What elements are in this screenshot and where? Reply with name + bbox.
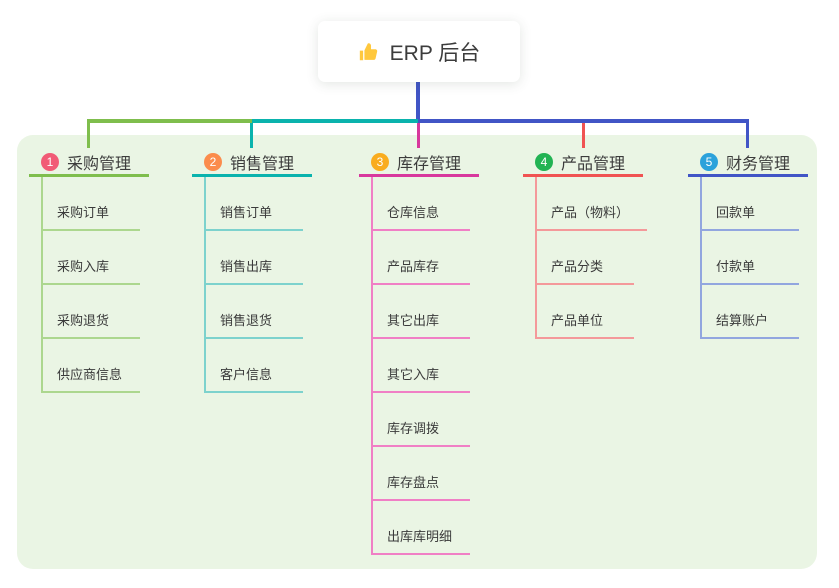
child-node[interactable]: 出库库明细 xyxy=(373,501,471,555)
thumbs-up-icon xyxy=(358,41,380,63)
branch-title: 销售管理 xyxy=(230,156,295,173)
child-label: 采购订单 xyxy=(57,205,110,220)
root-title: ERP 后台 xyxy=(389,41,481,65)
child-node[interactable]: 产品单位 xyxy=(537,285,634,339)
child-label: 结算账户 xyxy=(716,313,769,328)
child-label: 出库库明细 xyxy=(387,529,453,544)
child-label: 客户信息 xyxy=(220,367,273,382)
connector-inventory-drop xyxy=(417,123,420,148)
child-label: 产品单位 xyxy=(551,313,604,328)
branch-badge: 5 xyxy=(700,153,718,171)
connector-product-drop xyxy=(582,123,585,148)
child-node[interactable]: 库存盘点 xyxy=(373,447,470,501)
branch-title: 库存管理 xyxy=(397,156,462,173)
branch-title: 产品管理 xyxy=(561,156,626,173)
child-label: 供应商信息 xyxy=(57,367,123,382)
child-node[interactable]: 结算账户 xyxy=(702,285,799,339)
child-label: 采购入库 xyxy=(57,259,110,274)
child-label: 销售出库 xyxy=(220,259,273,274)
child-label: 其它出库 xyxy=(387,313,440,328)
child-label: 销售订单 xyxy=(220,205,273,220)
child-label: 采购退货 xyxy=(57,313,110,328)
child-node[interactable]: 销售退货 xyxy=(206,285,303,339)
child-node[interactable]: 采购入库 xyxy=(43,231,140,285)
branch-badge: 2 xyxy=(204,153,222,171)
branches-panel-background xyxy=(17,135,817,569)
child-label: 产品库存 xyxy=(387,259,440,274)
branch-title: 财务管理 xyxy=(726,156,791,173)
child-node[interactable]: 供应商信息 xyxy=(43,339,141,393)
connector-finance-line xyxy=(418,119,749,123)
connector-sales-drop xyxy=(250,123,253,148)
branch-header-inventory[interactable]: 3 库存管理 xyxy=(359,150,479,177)
branch-children-product: 产品（物料） 产品分类 产品单位 xyxy=(535,177,648,339)
child-node[interactable]: 其它入库 xyxy=(373,339,470,393)
child-node[interactable]: 库存调拨 xyxy=(373,393,470,447)
child-label: 其它入库 xyxy=(387,367,440,382)
branch-children-purchase: 采购订单 采购入库 采购退货 供应商信息 xyxy=(41,177,141,393)
child-label: 产品（物料） xyxy=(551,205,630,220)
branch-header-purchase[interactable]: 1 采购管理 xyxy=(29,150,149,177)
child-label: 回款单 xyxy=(716,205,756,220)
branch-children-inventory: 仓库信息 产品库存 其它出库 其它入库 库存调拨 库存盘点 出库库明细 xyxy=(371,177,471,555)
child-label: 库存调拨 xyxy=(387,421,440,436)
child-node[interactable]: 回款单 xyxy=(702,177,799,231)
child-node[interactable]: 销售出库 xyxy=(206,231,303,285)
child-node[interactable]: 仓库信息 xyxy=(373,177,470,231)
root-node[interactable]: ERP 后台 xyxy=(318,21,520,82)
child-node[interactable]: 采购订单 xyxy=(43,177,140,231)
connector-purchase-drop xyxy=(87,123,90,148)
child-label: 销售退货 xyxy=(220,313,273,328)
child-label: 产品分类 xyxy=(551,259,604,274)
branch-children-sales: 销售订单 销售出库 销售退货 客户信息 xyxy=(204,177,303,393)
branch-children-finance: 回款单 付款单 结算账户 xyxy=(700,177,799,339)
connector-finance-drop xyxy=(746,123,749,148)
connector-sales-line xyxy=(252,119,418,123)
child-node[interactable]: 采购退货 xyxy=(43,285,140,339)
child-label: 付款单 xyxy=(716,259,756,274)
connector-root-line xyxy=(416,82,420,123)
child-node[interactable]: 产品库存 xyxy=(373,231,470,285)
child-node[interactable]: 客户信息 xyxy=(206,339,303,393)
branch-header-sales[interactable]: 2 销售管理 xyxy=(192,150,312,177)
branch-header-product[interactable]: 4 产品管理 xyxy=(523,150,643,177)
branch-header-finance[interactable]: 5 财务管理 xyxy=(688,150,808,177)
branch-badge: 1 xyxy=(41,153,59,171)
child-node[interactable]: 付款单 xyxy=(702,231,799,285)
child-node[interactable]: 产品分类 xyxy=(537,231,634,285)
branch-badge: 3 xyxy=(371,153,389,171)
branch-badge: 4 xyxy=(535,153,553,171)
branch-title: 采购管理 xyxy=(67,156,132,173)
child-node[interactable]: 产品（物料） xyxy=(537,177,648,231)
child-label: 库存盘点 xyxy=(387,475,440,490)
child-node[interactable]: 销售订单 xyxy=(206,177,303,231)
child-node[interactable]: 其它出库 xyxy=(373,285,470,339)
connector-purchase-line xyxy=(87,119,252,123)
child-label: 仓库信息 xyxy=(387,205,440,220)
